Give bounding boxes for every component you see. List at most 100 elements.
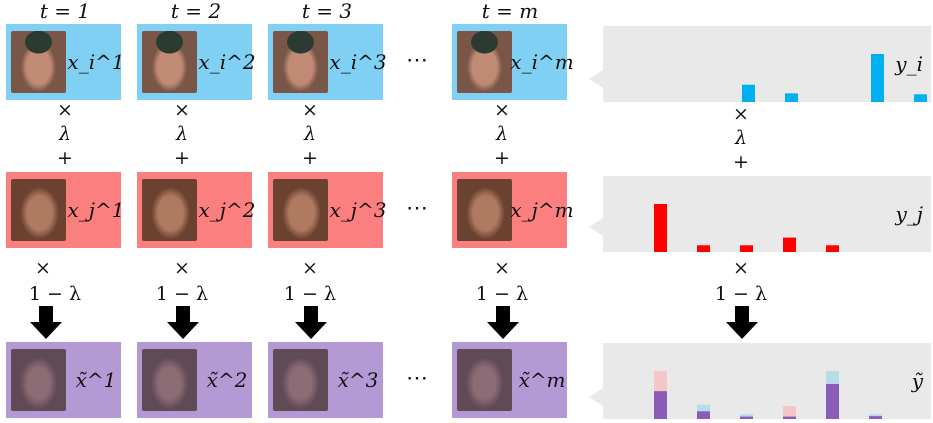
op-times-5: × bbox=[174, 257, 190, 279]
mix-box-1: x̃^1 bbox=[6, 342, 121, 418]
face-image bbox=[457, 179, 512, 241]
op-plus-3: + bbox=[302, 147, 318, 169]
op-times-m: × bbox=[494, 99, 510, 121]
bar-yi-2 bbox=[785, 93, 798, 102]
xj-var-3: x_j^3 bbox=[329, 198, 387, 222]
xi-box-m: x_i^m bbox=[452, 24, 574, 100]
bar-yi-5 bbox=[914, 94, 927, 102]
face-image bbox=[273, 349, 328, 411]
xj-var-2: x_j^2 bbox=[198, 198, 256, 222]
down-arrow-icon bbox=[295, 306, 327, 339]
panel-pointer-ymix bbox=[589, 388, 603, 406]
xi-var-3: x_i^3 bbox=[329, 50, 387, 74]
bar-panel-yj: y_j bbox=[603, 176, 931, 252]
bar-ymix-2 bbox=[740, 416, 753, 419]
bar-yj-4 bbox=[826, 245, 839, 252]
label-yi: y_i bbox=[895, 52, 923, 76]
op-lambda-1: λ bbox=[58, 123, 72, 145]
xi-var-2: x_i^2 bbox=[198, 50, 256, 74]
panel-pointer-yj bbox=[589, 218, 603, 236]
bar-yj-1 bbox=[697, 245, 710, 252]
op-times-y: × bbox=[733, 103, 749, 125]
down-arrow-icon bbox=[167, 306, 199, 339]
op-lambda-y: λ bbox=[734, 127, 748, 149]
xj-box-1: x_j^1 bbox=[6, 172, 125, 248]
mix-var-m: x̃^m bbox=[518, 368, 566, 392]
ellipsis-row1: ⋯ bbox=[406, 48, 428, 73]
op-lambda-3: λ bbox=[303, 123, 317, 145]
op-times-3: × bbox=[302, 99, 318, 121]
bar-ymix-4 bbox=[826, 383, 839, 419]
op-one-minus-lambda-3: 1 − λ bbox=[283, 283, 337, 305]
op-times-7: × bbox=[494, 257, 510, 279]
header-t3: t = 3 bbox=[301, 0, 353, 23]
down-arrow-icon bbox=[30, 306, 62, 339]
ellipsis-row3: ⋯ bbox=[406, 366, 428, 391]
xj-var-m: x_j^m bbox=[510, 198, 574, 222]
bar-chart-yj bbox=[654, 204, 839, 252]
header-t2: t = 2 bbox=[170, 0, 222, 23]
bar-chart-ymix bbox=[654, 371, 882, 419]
face-image bbox=[11, 349, 66, 411]
face-image bbox=[142, 179, 197, 241]
op-times-4: × bbox=[35, 257, 51, 279]
mix-box-m: x̃^m bbox=[452, 342, 567, 418]
face-image bbox=[273, 31, 328, 93]
bar-chart-yi bbox=[742, 54, 927, 102]
bar-ymix-top-3 bbox=[783, 406, 796, 419]
mix-box-2: x̃^2 bbox=[137, 342, 252, 418]
xj-box-m: x_j^m bbox=[452, 172, 574, 248]
op-plus-m: + bbox=[494, 147, 510, 169]
bar-ymix-5 bbox=[869, 416, 882, 419]
panel-pointer-yi bbox=[589, 70, 603, 88]
header-t1: t = 1 bbox=[39, 0, 91, 23]
xj-var-1: x_j^1 bbox=[67, 198, 125, 222]
down-arrow-icon bbox=[726, 306, 758, 339]
bar-panel-yi: y_i bbox=[603, 26, 931, 102]
mix-var-1: x̃^1 bbox=[75, 368, 117, 392]
op-one-minus-lambda-2: 1 − λ bbox=[155, 283, 209, 305]
label-yj: y_j bbox=[895, 202, 924, 226]
bar-ymix-0 bbox=[654, 391, 667, 419]
op-one-minus-lambda-1: 1 − λ bbox=[28, 283, 82, 305]
face-image bbox=[457, 31, 512, 93]
op-plus-2: + bbox=[174, 147, 190, 169]
face-image bbox=[273, 179, 328, 241]
bar-yj-2 bbox=[740, 245, 753, 252]
op-times-6: × bbox=[302, 257, 318, 279]
xi-box-1: x_i^1 bbox=[6, 24, 125, 100]
face-image bbox=[142, 349, 197, 411]
op-times-1: × bbox=[57, 99, 73, 121]
bar-yi-1 bbox=[742, 84, 755, 102]
label-ymix: ỹ bbox=[911, 369, 923, 393]
xi-var-m: x_i^m bbox=[510, 50, 574, 74]
face-image bbox=[142, 31, 197, 93]
xi-box-3: x_i^3 bbox=[268, 24, 387, 100]
mix-var-2: x̃^2 bbox=[206, 368, 248, 392]
op-one-minus-lambda-y: 1 − λ bbox=[714, 283, 768, 305]
xi-var-1: x_i^1 bbox=[67, 50, 125, 74]
face-image bbox=[11, 31, 66, 93]
mix-var-3: x̃^3 bbox=[337, 368, 379, 392]
bar-yj-0 bbox=[654, 204, 667, 252]
bar-yj-3 bbox=[783, 237, 796, 252]
op-times-8: × bbox=[733, 257, 749, 279]
bar-ymix-3 bbox=[783, 416, 796, 419]
down-arrow-icon bbox=[487, 306, 519, 339]
op-one-minus-lambda-m: 1 − λ bbox=[475, 283, 529, 305]
xj-box-3: x_j^3 bbox=[268, 172, 387, 248]
xj-box-2: x_j^2 bbox=[137, 172, 256, 248]
op-lambda-m: λ bbox=[495, 123, 509, 145]
op-plus-1: + bbox=[57, 147, 73, 169]
op-plus-y: + bbox=[733, 151, 749, 173]
mix-box-3: x̃^3 bbox=[268, 342, 383, 418]
op-lambda-2: λ bbox=[175, 123, 189, 145]
face-image bbox=[11, 179, 66, 241]
op-times-2: × bbox=[174, 99, 190, 121]
ellipsis-row2: ⋯ bbox=[406, 196, 428, 221]
header-tm: t = m bbox=[481, 0, 539, 23]
xi-box-2: x_i^2 bbox=[137, 24, 256, 100]
bar-yi-4 bbox=[871, 54, 884, 102]
face-image bbox=[457, 349, 512, 411]
bar-ymix-1 bbox=[697, 411, 710, 419]
